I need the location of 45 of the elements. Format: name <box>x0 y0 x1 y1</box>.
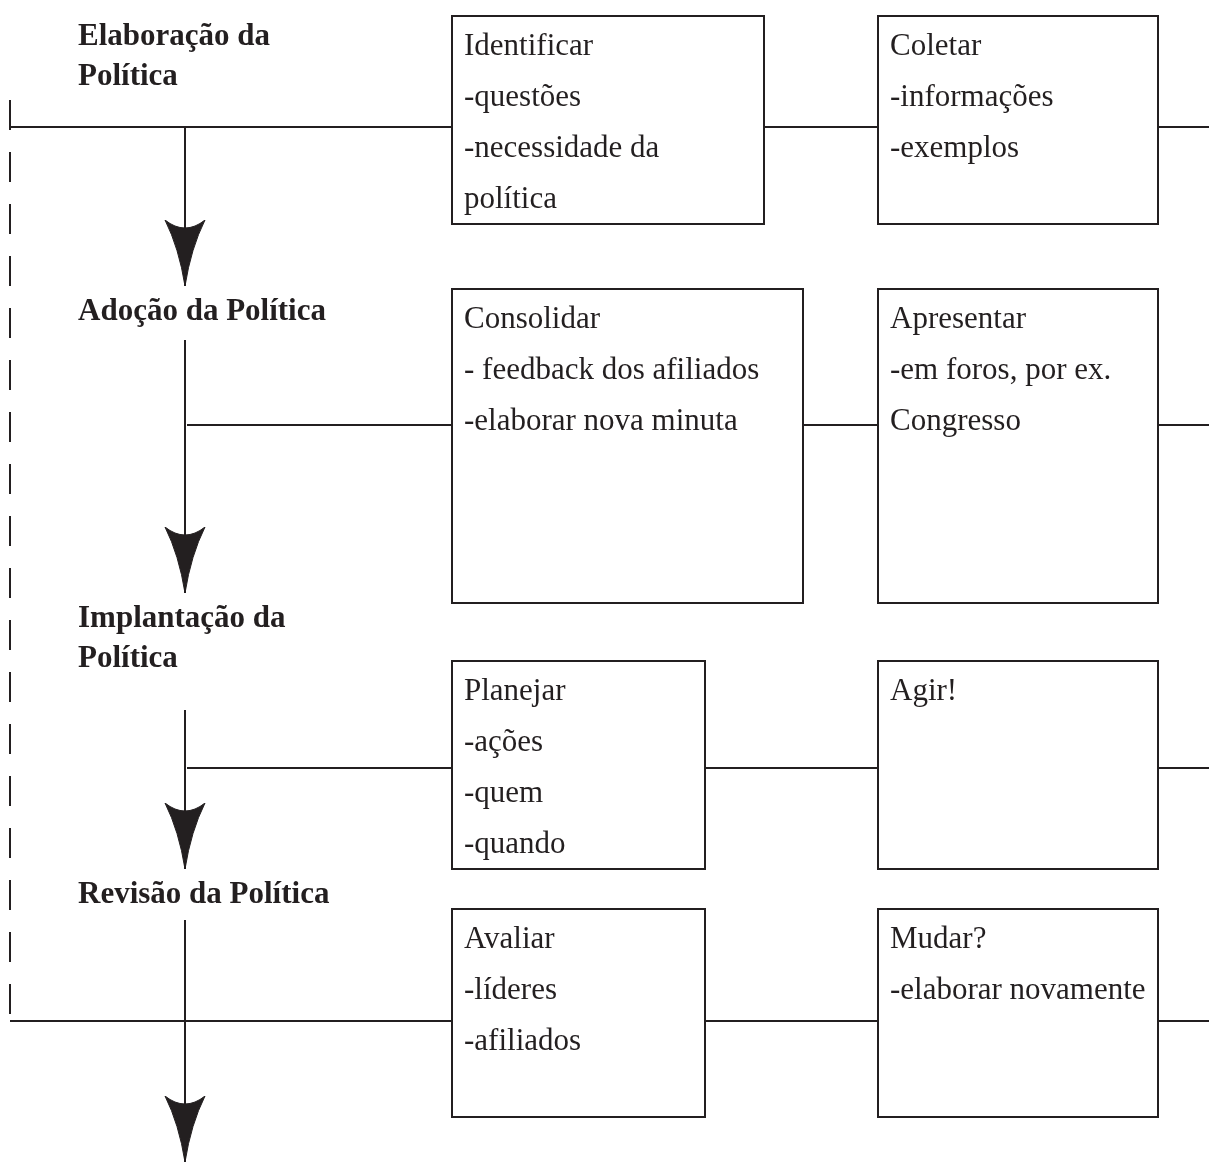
connector-line <box>186 424 452 426</box>
box-item: -quem <box>464 773 545 811</box>
connector-line <box>1158 126 1209 128</box>
connector-line <box>9 126 452 128</box>
process-box <box>451 908 706 1118</box>
box-item: -elaborar nova minuta <box>464 401 739 439</box>
box-item: - feedback dos afiliados <box>464 350 761 388</box>
box-title: Agir! <box>890 671 959 709</box>
connector-line <box>1158 767 1209 769</box>
box-title: Coletar <box>890 26 983 64</box>
connector-line <box>186 767 452 769</box>
box-item: -necessidade da política <box>464 128 661 217</box>
process-box <box>877 288 1159 604</box>
box-item: -elaborar novamente <box>890 970 1147 1008</box>
connector-line <box>803 424 878 426</box>
box-item: -ações <box>464 722 545 760</box>
connector-line <box>764 126 878 128</box>
box-item: -quando <box>464 824 567 862</box>
box-item: -em foros, por ex. Congresso <box>890 350 1113 439</box>
box-item: -líderes <box>464 970 558 1008</box>
connector-line <box>9 1020 452 1022</box>
box-title: Identificar <box>464 26 595 64</box>
box-item: -afiliados <box>464 1021 583 1059</box>
box-title: Mudar? <box>890 919 988 957</box>
connector-line <box>705 1020 878 1022</box>
stage-heading: Revisão da Política <box>78 873 418 915</box>
process-box <box>877 908 1159 1118</box>
box-title: Avaliar <box>464 919 556 957</box>
process-box <box>877 660 1159 870</box>
box-title: Planejar <box>464 671 567 709</box>
connector-line <box>705 767 878 769</box>
stage-heading: Implantação da Política <box>78 597 298 682</box>
box-title: Consolidar <box>464 299 602 337</box>
box-title: Apresentar <box>890 299 1027 337</box>
process-box <box>877 15 1159 225</box>
stage-heading: Adoção da Política <box>78 290 418 330</box>
box-item: -questões <box>464 77 583 115</box>
connector-line <box>1158 424 1209 426</box>
process-box <box>451 15 765 225</box>
stage-heading: Elaboração da Política <box>78 15 278 100</box>
process-box <box>451 660 706 870</box>
box-item: -exemplos <box>890 128 1021 166</box>
process-box <box>451 288 804 604</box>
connector-line <box>1158 1020 1209 1022</box>
box-item: -informações <box>890 77 1055 115</box>
